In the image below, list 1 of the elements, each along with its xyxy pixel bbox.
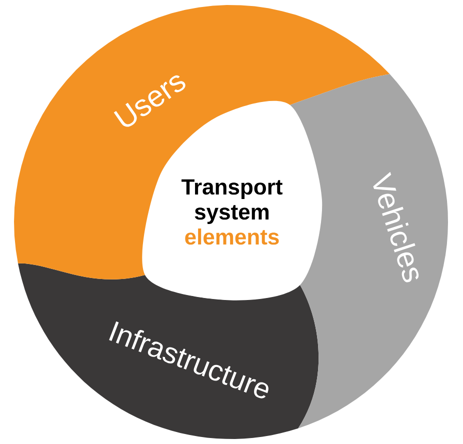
ring-segment: Vehicles [290, 74, 448, 428]
